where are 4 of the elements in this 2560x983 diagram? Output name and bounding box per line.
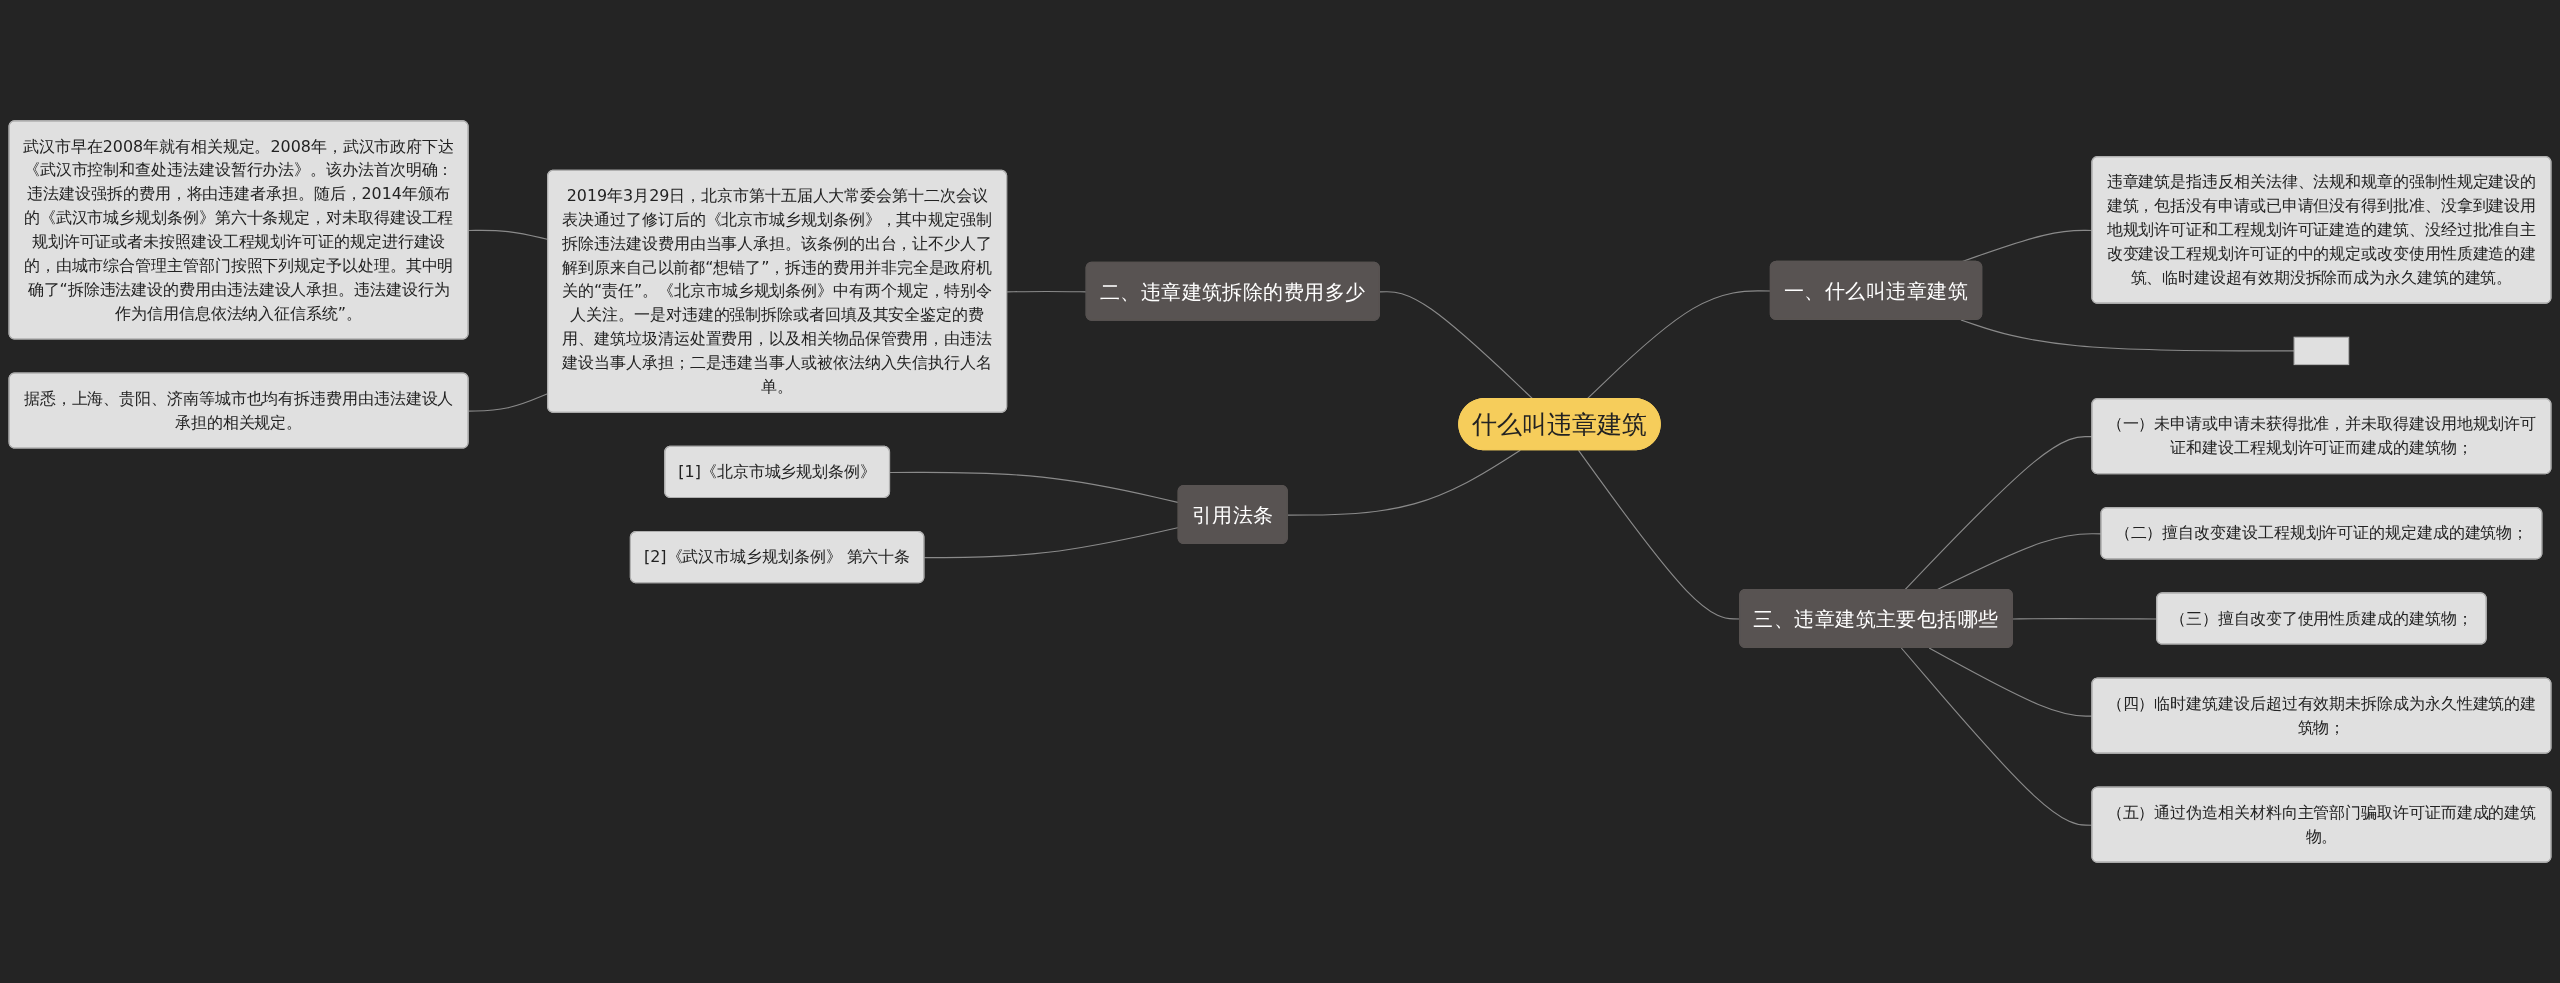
node-box xyxy=(2293,336,2350,366)
connector xyxy=(1960,319,2295,352)
connector xyxy=(1379,291,1534,400)
connector xyxy=(1287,449,1521,516)
